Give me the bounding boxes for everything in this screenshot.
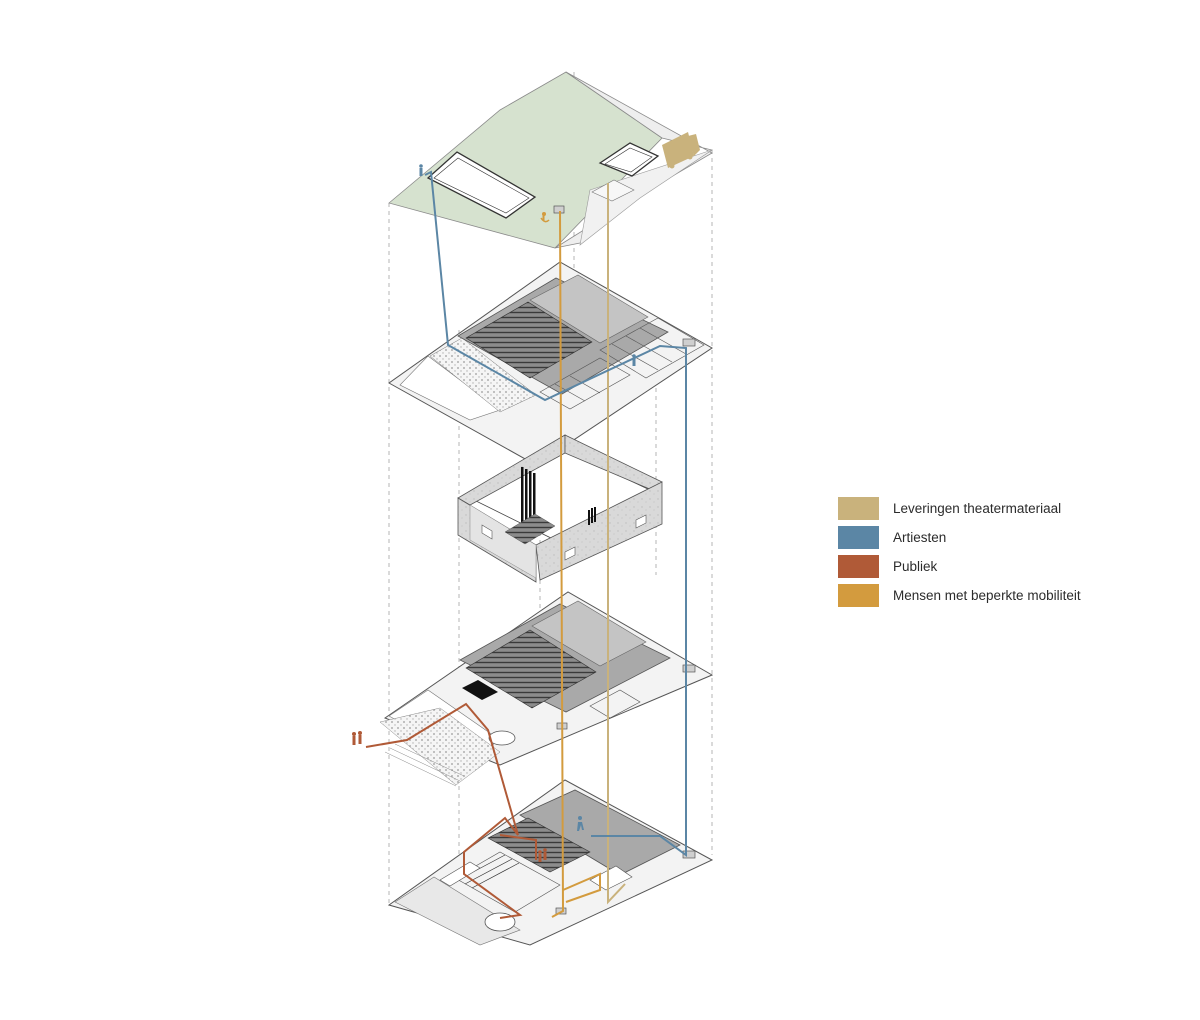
- delivery-truck-icon: [662, 132, 700, 169]
- basement-floor-plan: [387, 779, 714, 946]
- ground-floor-plan: [352, 591, 714, 787]
- orange-swatch: [838, 584, 879, 607]
- auditorium-seats: [504, 513, 556, 545]
- wheelchair-icon: [540, 212, 550, 223]
- roof-skylight-small: [598, 142, 660, 177]
- legend-item-public: Publiek: [838, 552, 1081, 581]
- ground-bar-counter: [462, 680, 498, 700]
- blue-swatch: [838, 526, 879, 549]
- roof-skylight-large: [426, 151, 537, 219]
- auditorium-volume: [457, 434, 663, 583]
- entrance-plaza-dotted: [379, 707, 501, 786]
- basement-stage: [519, 789, 681, 876]
- route-public: [365, 702, 537, 919]
- site-paved-area: [554, 71, 714, 249]
- legend-label: Mensen met beperkte mobiliteit: [893, 588, 1081, 603]
- legend-label: Leveringen theatermateriaal: [893, 501, 1062, 516]
- upper-floor-plan: [388, 261, 713, 466]
- entrance-steps: [384, 743, 465, 787]
- public-people-icon: [352, 731, 362, 745]
- legend-label: Publiek: [893, 559, 938, 574]
- artist-figure-upper-icon: [632, 354, 636, 366]
- site-ramp: [591, 179, 635, 202]
- artist-figure-icon: [419, 164, 423, 176]
- legend-item-reduced-mobility: Mensen met beperkte mobiliteit: [838, 581, 1081, 610]
- site-level: [388, 71, 714, 249]
- site-lift-hatch: [553, 205, 565, 214]
- legend-label: Artiesten: [893, 530, 947, 545]
- artist-on-stage-icon: [577, 816, 584, 831]
- red-brown-swatch: [838, 555, 879, 578]
- public-seated-icon: [538, 848, 547, 862]
- upper-lift-hatch: [682, 338, 696, 347]
- stage-curtains: [521, 467, 596, 525]
- route-deliveries: [607, 183, 626, 905]
- ground-seating: [465, 629, 597, 709]
- ground-circular-element: [488, 730, 516, 746]
- beige-swatch: [838, 497, 879, 520]
- route-artists: [424, 170, 687, 857]
- legend-item-artists: Artiesten: [838, 523, 1081, 552]
- legend: Leveringen theatermateriaal Artiesten Pu…: [838, 494, 1081, 610]
- legend-item-deliveries: Leveringen theatermateriaal: [838, 494, 1081, 523]
- route-reduced-mobility: [551, 210, 601, 918]
